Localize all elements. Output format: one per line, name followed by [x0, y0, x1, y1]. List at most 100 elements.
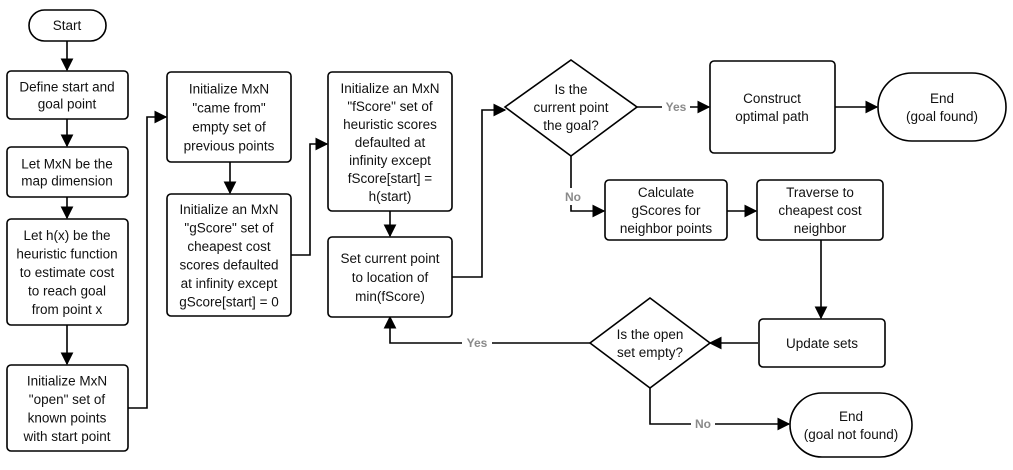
node-fscore-text: Initialize an MxN "fScore" set of heuristi… [340, 81, 439, 204]
node-label-line: (goal not found) [804, 427, 899, 442]
edge-openset-to-camefrom [128, 110, 168, 409]
node-label-line: heuristic scores [343, 117, 437, 132]
node-isempty: Is the open set empty? [588, 297, 712, 389]
node-label-line: infinity except [349, 153, 431, 168]
node-label-line: End [839, 409, 863, 424]
node-label-line: Is the open [617, 327, 684, 342]
node-openset: Initialize MxN "open" set of known points w… [6, 364, 129, 452]
node-fscore: Initialize an MxN "fScore" set of heuristi… [327, 71, 453, 212]
node-label-line: (goal found) [906, 109, 978, 124]
node-label-line: goal point [38, 97, 97, 112]
node-start-text: Start [53, 18, 82, 33]
node-label-line: Start [53, 18, 82, 33]
node-openset-text: Initialize MxN "open" set of known points w… [22, 373, 110, 444]
node-label-line: to reach goal [28, 284, 106, 299]
edge-isempty-to-endnotfound-no [649, 388, 791, 431]
node-label-line: "came from" [192, 101, 266, 116]
node-camefrom: Initialize MxN "came from" empty set of pre… [166, 71, 292, 163]
node-gscore: Initialize an MxN "gScore" set of cheapest… [166, 193, 292, 317]
node-isgoal: Is the current point the goal? [503, 59, 639, 157]
node-label-line: "open" set of [29, 392, 106, 407]
node-endfound: End (goal found) [877, 72, 1007, 142]
node-calcg-text: Calculate gScores for neighbor points [620, 185, 713, 236]
node-label-line: defaulted at [355, 135, 426, 150]
node-construct-text: Construct optimal path [735, 91, 809, 124]
node-label-line: map dimension [21, 174, 113, 189]
node-construct: Construct optimal path [709, 60, 836, 154]
node-gscore-text: Initialize an MxN "gScore" set of cheapest… [179, 202, 278, 309]
node-label-line: Initialize MxN [27, 373, 107, 388]
node-label-line: previous points [184, 139, 275, 154]
node-heuristic-text: Let h(x) be the heuristic function to esti… [16, 228, 117, 317]
node-label-line: Define start and [19, 80, 114, 95]
node-label-line: current point [533, 100, 608, 115]
node-label-line: Let h(x) be the [23, 228, 110, 243]
node-calcg: Calculate gScores for neighbor points [604, 179, 728, 241]
edge-setcurrent-to-isgoal [452, 103, 507, 278]
node-label-line: Construct [743, 91, 801, 106]
node-isgoal-text: Is the current point the goal? [533, 82, 608, 133]
node-setcurrent-text: Set current point to location of min(fScor… [340, 251, 439, 304]
node-label-line: min(fScore) [355, 289, 425, 304]
node-isempty-text: Is the open set empty? [617, 327, 684, 360]
node-start: Start [28, 9, 107, 42]
node-label-line: neighbor points [620, 221, 713, 236]
node-update-text: Update sets [786, 336, 858, 351]
node-label-line: Is the [554, 82, 587, 97]
edges [60, 41, 879, 431]
node-update: Update sets [758, 318, 886, 368]
node-label-line: Set current point [340, 251, 439, 266]
edge-label-goal-yes: Yes [666, 100, 687, 114]
node-label-line: Initialize MxN [189, 82, 269, 97]
edge-gscore-to-fscore [291, 137, 329, 256]
node-label-line: "gScore" set of [184, 220, 273, 235]
node-define-text: Define start and goal point [19, 80, 114, 112]
node-setcurrent: Set current point to location of min(fScor… [327, 236, 453, 318]
edge-label-goal-no: No [565, 190, 581, 204]
node-label-line: from point x [32, 302, 103, 317]
node-label-line: heuristic function [16, 247, 117, 262]
node-label-line: at infinity except [181, 276, 278, 291]
node-label-line: with start point [22, 429, 110, 444]
edge-label-empty-yes: Yes [467, 336, 488, 350]
node-traverse-text: Traverse to cheapest cost neighbor [778, 185, 862, 236]
node-label-line: gScore[start] = 0 [179, 294, 278, 309]
node-label-line: the goal? [543, 118, 599, 133]
node-label-line: fScore[start] = [348, 171, 433, 186]
node-endfound-text: End (goal found) [906, 91, 978, 124]
node-label-line: optimal path [735, 109, 809, 124]
node-heuristic: Let h(x) be the heuristic function to esti… [6, 218, 129, 326]
node-label-line: neighbor [794, 221, 847, 236]
node-label-line: Initialize an MxN [179, 202, 278, 217]
node-label-line: cheapest cost [187, 239, 271, 254]
node-label-line: set empty? [617, 345, 683, 360]
node-label-line: cheapest cost [778, 203, 862, 218]
node-traverse: Traverse to cheapest cost neighbor [756, 179, 884, 241]
node-label-line: "fScore" set of [347, 99, 433, 114]
node-label-line: Let MxN be the [21, 157, 113, 172]
edge-labels: Yes No Yes No [462, 98, 715, 432]
node-label-line: known points [28, 410, 107, 425]
node-define: Define start and goal point [6, 70, 129, 120]
node-label-line: empty set of [192, 120, 266, 135]
node-mapdim: Let MxN be the map dimension [6, 146, 129, 198]
node-mapdim-text: Let MxN be the map dimension [21, 157, 113, 189]
node-label-line: Update sets [786, 336, 858, 351]
node-endnotfound-text: End (goal not found) [804, 409, 899, 442]
node-label-line: End [930, 91, 954, 106]
node-camefrom-text: Initialize MxN "came from" empty set of pre… [184, 82, 275, 154]
node-label-line: h(start) [369, 189, 412, 204]
node-label-line: Traverse to [786, 185, 854, 200]
node-label-line: to estimate cost [20, 265, 115, 280]
edge-isgoal-to-calcg-no [570, 156, 606, 218]
node-endnotfound: End (goal not found) [789, 392, 913, 458]
edge-isempty-to-setcurrent-yes [383, 315, 590, 344]
node-label-line: Initialize an MxN [340, 81, 439, 96]
node-label-line: Calculate [638, 185, 694, 200]
node-label-line: scores defaulted [179, 257, 278, 272]
node-label-line: gScores for [631, 203, 701, 218]
node-label-line: to location of [352, 270, 429, 285]
edge-label-empty-no: No [695, 417, 711, 431]
